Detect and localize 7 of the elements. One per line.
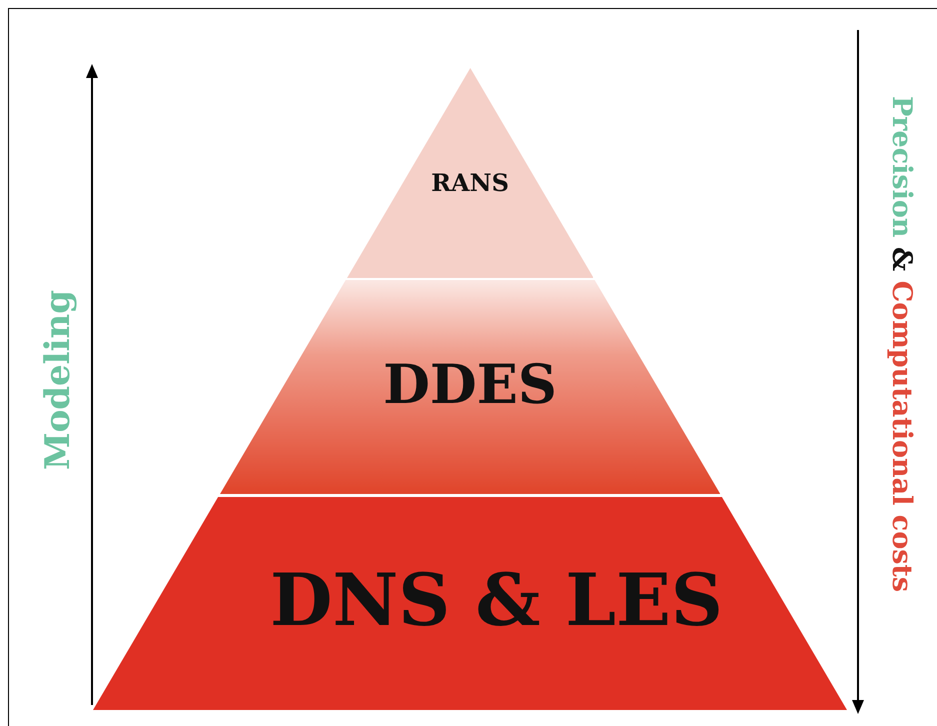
axis-label: Modeling	[38, 290, 78, 470]
tier-label: RANS	[431, 168, 509, 197]
tier-label: DNS & LES	[270, 556, 723, 642]
axis-label: Computational costs	[886, 280, 917, 592]
axis-label: Precision	[886, 96, 917, 238]
tier-label: DDES	[383, 352, 557, 416]
ampersand: &	[886, 246, 917, 272]
